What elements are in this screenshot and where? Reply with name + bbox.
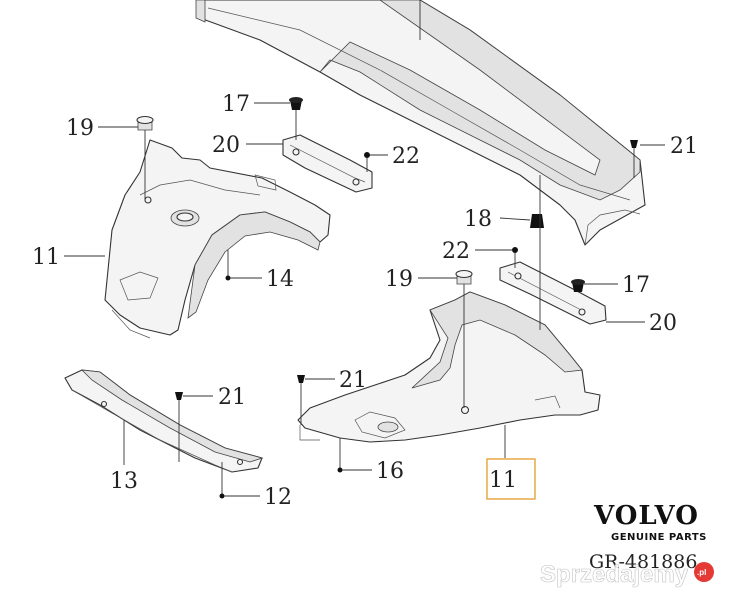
volvo-logo: VOLVO	[593, 501, 699, 531]
callout-14: 14	[266, 267, 294, 292]
callout-21-low: 21	[218, 385, 246, 410]
bracket-20-right	[499, 261, 607, 325]
fastener-18	[530, 214, 544, 228]
fastener-22-mid	[512, 247, 518, 268]
callout-21-right: 21	[670, 134, 698, 159]
bracket-20-top	[282, 134, 373, 193]
callout-16: 16	[376, 459, 404, 484]
callout-19-mid: 19	[385, 267, 413, 292]
callout-19-left: 19	[66, 116, 94, 141]
bumper-beam	[195, 0, 646, 246]
fastener-19-mid	[455, 269, 473, 285]
fastener-21-mid	[297, 375, 305, 383]
fastener-17-top	[289, 97, 303, 110]
watermark-badge-icon	[694, 562, 714, 582]
sprzedajemy-watermark: Sprzedajemy .pl	[540, 561, 714, 588]
watermark-text: Sprzedajemy	[540, 561, 689, 588]
sill-strip-13	[64, 369, 264, 473]
callout-17-top: 17	[222, 92, 250, 117]
callout-17-right: 17	[622, 273, 650, 298]
callout-12: 12	[264, 485, 292, 510]
fastener-17-right	[571, 279, 585, 292]
callout-22-top: 22	[392, 144, 420, 169]
fastener-21-top-right	[630, 140, 638, 178]
fastener-21-low	[175, 392, 183, 400]
splash-shield-left	[104, 139, 331, 339]
fastener-19-left	[136, 115, 154, 131]
genuine-parts-label: GENUINE PARTS	[611, 532, 707, 543]
callout-11-left: 11	[32, 245, 60, 270]
callout-18: 18	[464, 207, 492, 232]
watermark-badge-label: .pl	[697, 568, 706, 577]
splash-shield-right	[297, 291, 601, 443]
callout-13: 13	[110, 469, 138, 494]
fastener-22-top	[364, 152, 370, 172]
callout-20-top: 20	[212, 133, 240, 158]
highlight-box	[486, 458, 536, 500]
callout-11-highlighted: 11	[489, 468, 517, 493]
callout-20-right: 20	[649, 311, 677, 336]
callout-22-mid: 22	[442, 239, 470, 264]
leader-lines	[64, 102, 665, 499]
drawing-code: GR-481886	[589, 551, 697, 573]
callout-21-mid: 21	[339, 368, 367, 393]
